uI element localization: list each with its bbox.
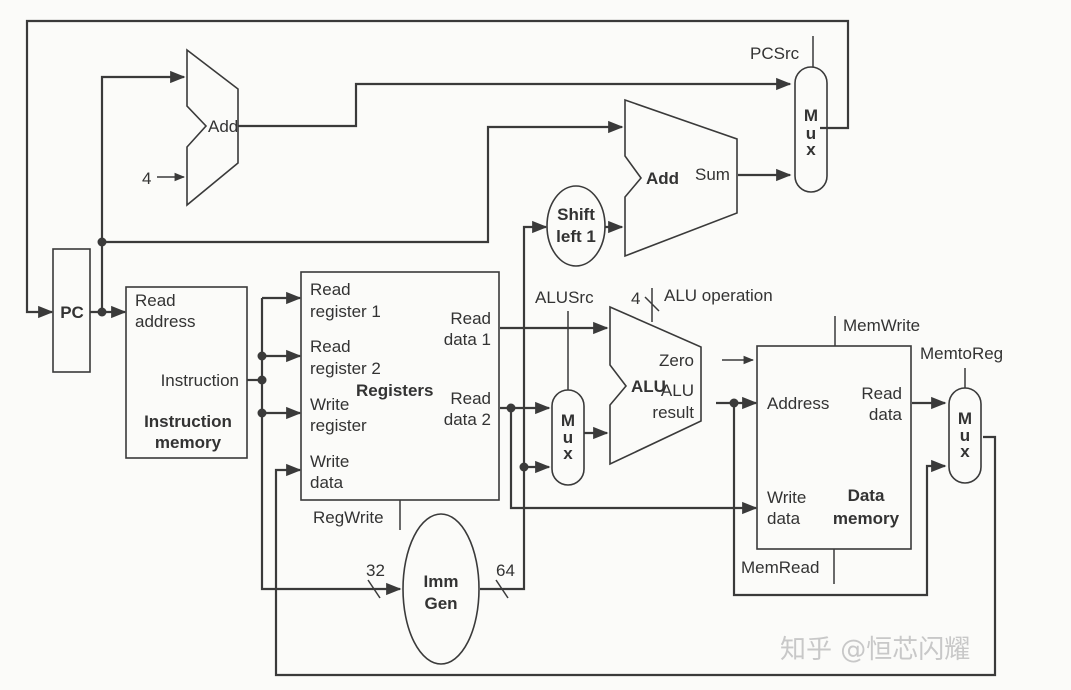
width-slash-64 [495, 579, 509, 599]
dmem-write-data-label: Write [767, 488, 806, 507]
zero-label: Zero [659, 351, 694, 370]
read-data-1-label: data 1 [444, 330, 491, 349]
write-register-label: Write [310, 395, 349, 414]
dmem-read-data-label: data [869, 405, 903, 424]
imem-title-line1: Instruction [144, 412, 232, 431]
dmem-write-data-label: data [767, 509, 801, 528]
dmem-read-data-label: Read [861, 384, 902, 403]
mux-letter: x [563, 444, 573, 463]
junction-dot [519, 462, 529, 472]
dmem-title-line1: Data [848, 486, 885, 505]
memwrite-label: MemWrite [843, 316, 920, 335]
register-file: Read register 1 Read register 2 Write re… [300, 271, 500, 501]
mux-letter: u [960, 426, 970, 445]
alu-operation-label: ALU operation [664, 286, 773, 305]
wire-pc-to-branch-adder [102, 120, 624, 244]
shift-left-unit: Shift left 1 [546, 185, 606, 267]
junction-dot [506, 403, 516, 413]
pc-mux: M u x [794, 66, 828, 193]
wire-instruction-bus [260, 298, 402, 596]
junction-dot [729, 398, 739, 408]
memtoreg-label: MemtoReg [920, 344, 1003, 363]
dmem-title-line2: memory [833, 509, 900, 528]
write-data-label: Write [310, 452, 349, 471]
shift-label-line2: left 1 [556, 227, 596, 246]
read-register-2-label: register 2 [310, 359, 381, 378]
read-register-2-label: Read [310, 337, 351, 356]
instruction-memory: Read address Instruction Instruction mem… [125, 286, 248, 459]
mux-letter: x [806, 140, 816, 159]
memtoreg-mux: M u x [948, 387, 982, 484]
const-four-label: 4 [142, 169, 151, 188]
read-data-2-label: Read [450, 389, 491, 408]
junctions [97, 237, 739, 472]
wire-add-to-pcmux [238, 77, 792, 128]
alu-label: ALU [631, 377, 666, 396]
pc-label: PC [60, 303, 84, 322]
alu: ALU Zero ALU result [609, 305, 702, 466]
wire-read-data-2-to-dmem [509, 408, 758, 515]
alu-op-width-slash [644, 296, 660, 312]
sum-label: Sum [695, 165, 730, 184]
read-register-1-label: register 1 [310, 302, 381, 321]
alu-result-label: result [652, 403, 694, 422]
registers-title: Registers [356, 381, 433, 400]
instruction-output-label: Instruction [161, 371, 239, 390]
write-data-label: data [310, 473, 344, 492]
pc-register: PC [52, 248, 91, 373]
pc-adder: Add [186, 48, 239, 207]
memread-label: MemRead [741, 558, 819, 577]
imm-input-width: 32 [366, 561, 385, 580]
junction-dot [97, 307, 107, 317]
read-address-line2: address [135, 312, 195, 331]
write-register-label: register [310, 416, 367, 435]
pc-adder-label: Add [208, 117, 238, 136]
imm-gen: Imm Gen [402, 513, 480, 665]
wire-alu-bypass [732, 403, 947, 597]
read-address-line1: Read [135, 291, 176, 310]
mux-letter: M [804, 106, 818, 125]
mux-letter: x [960, 442, 970, 461]
mux-letter: M [561, 411, 575, 430]
wire-writeback [274, 435, 997, 677]
branch-adder: Add Sum [624, 98, 738, 258]
wire-pc-to-adder [100, 70, 186, 312]
pcsrc-label: PCSrc [750, 44, 800, 63]
read-data-1-label: Read [450, 309, 491, 328]
alu-op-width: 4 [631, 289, 640, 308]
regwrite-label: RegWrite [313, 508, 384, 527]
imem-title-line2: memory [155, 433, 222, 452]
read-register-1-label: Read [310, 280, 351, 299]
imm-output-width: 64 [496, 561, 515, 580]
imm-gen-line1: Imm [424, 572, 459, 591]
alusrc-mux: M u x [551, 389, 585, 486]
read-data-2-label: data 2 [444, 410, 491, 429]
address-label: Address [767, 394, 829, 413]
junction-dot [257, 351, 267, 361]
mux-letter: u [806, 124, 816, 143]
watermark: 知乎 @恒芯闪耀 [780, 635, 970, 665]
shift-label-line1: Shift [557, 205, 595, 224]
wires [25, 19, 997, 677]
junction-dot [257, 375, 267, 385]
wire-pcmux-to-pc [25, 19, 850, 319]
data-memory: Address Write data Read data Data memory [756, 345, 912, 550]
alu-result-label: ALU [661, 381, 694, 400]
branch-adder-label: Add [646, 169, 679, 188]
junction-dot [257, 408, 267, 418]
alusrc-label: ALUSrc [535, 288, 594, 307]
mux-letter: u [563, 428, 573, 447]
mux-letter: M [958, 409, 972, 428]
imm-gen-line2: Gen [424, 594, 457, 613]
junction-dot [97, 237, 107, 247]
width-slash-32 [367, 579, 381, 599]
